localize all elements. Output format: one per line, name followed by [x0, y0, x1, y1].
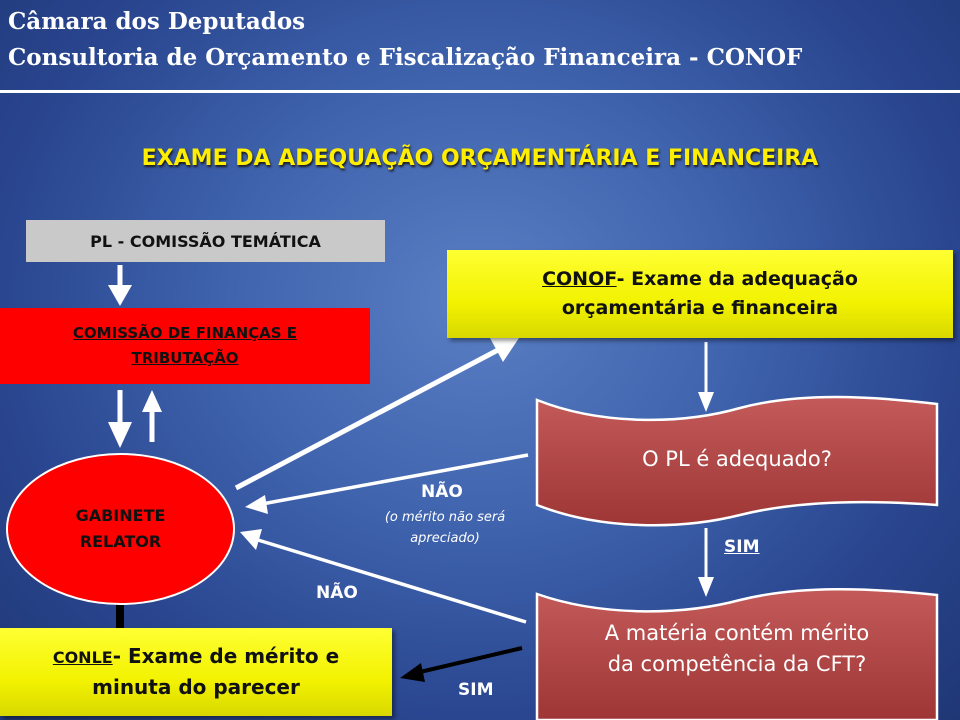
pl-comissao-tematica-label: PL - COMISSÃO TEMÁTICA — [90, 231, 321, 251]
conof-prefix: CONOF — [542, 267, 617, 290]
conle-box: CONLE- Exame de mérito e minuta do parec… — [0, 628, 392, 716]
nao-note-line1: (o mérito não será — [384, 510, 506, 525]
arrow-merito-sim-to-conle — [400, 646, 523, 682]
header-divider — [0, 90, 960, 93]
cft-label-line1: COMISSÃO DE FINANÇAS E — [72, 324, 298, 343]
nao-note: (o mérito não será apreciado) — [360, 508, 530, 550]
nao-note-line2: apreciado) — [410, 530, 480, 546]
pl-comissao-tematica-box: PL - COMISSÃO TEMÁTICA — [26, 220, 385, 262]
arrow-gabinete-to-conof — [234, 338, 519, 491]
adequado-question: O PL é adequado? — [540, 432, 934, 488]
cft-box: COMISSÃO DE FINANÇAS E TRIBUTAÇÃO — [0, 308, 370, 384]
conof-label-line1: - Exame da adequação — [616, 267, 858, 290]
merito-label-line1: A matéria contém mérito — [604, 620, 870, 645]
gabinete-relator-ellipse: GABINETE RELATOR — [6, 453, 235, 605]
arrow-adequado-nao-to-gabinete — [245, 453, 529, 514]
merito-flag-shape — [535, 587, 939, 720]
conof-label-line2: orçamentária e financeira — [561, 297, 839, 319]
arrow-adequado-sim-to-merito — [698, 528, 714, 597]
merito-label-line2: da competência da CFT? — [607, 652, 867, 676]
gabinete-label-line2: RELATOR — [79, 532, 162, 551]
arrow-pl-to-cft — [108, 265, 132, 306]
nao-label-2: NÃO — [316, 583, 358, 603]
arrow-conof-to-adequado — [698, 342, 714, 412]
header: Câmara dos Deputados Consultoria de Orça… — [0, 0, 960, 92]
adequado-flag-shape — [535, 395, 939, 527]
conof-box: CONOF- Exame da adequação orçamentária e… — [447, 250, 953, 338]
page-title: EXAME DA ADEQUAÇÃO ORÇAMENTÁRIA E FINANC… — [141, 146, 819, 171]
conle-label-line2: minuta do parecer — [92, 675, 300, 699]
sim-label-1: SIM — [724, 537, 760, 557]
header-department: Consultoria de Orçamento e Fiscalização … — [8, 44, 803, 71]
arrow-gabinete-to-cft — [142, 390, 162, 442]
conle-prefix: CONLE — [52, 648, 113, 667]
sim-label-2: SIM — [458, 680, 494, 700]
conle-label-line1: - Exame de mérito e — [112, 644, 340, 668]
merito-question: A matéria contém mérito da competência d… — [540, 612, 934, 686]
gabinete-label-line1: GABINETE — [75, 506, 166, 526]
arrow-cft-to-gabinete — [108, 390, 132, 448]
arrow-merito-nao-to-gabinete — [240, 529, 527, 624]
nao-label-1: NÃO — [421, 482, 463, 502]
cft-label-line2: TRIBUTAÇÃO — [131, 349, 239, 367]
header-org: Câmara dos Deputados — [8, 8, 306, 35]
adequado-label: O PL é adequado? — [642, 447, 832, 472]
